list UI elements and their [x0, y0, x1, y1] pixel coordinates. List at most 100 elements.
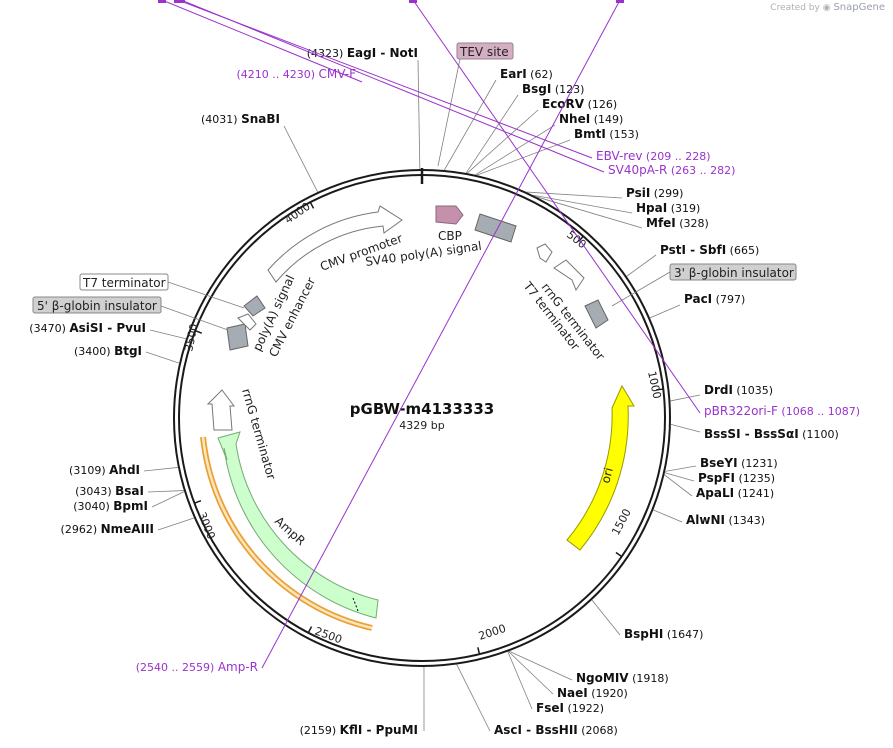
- beta-globin-3-tag[interactable]: 3' β-globin insulator: [669, 263, 797, 281]
- enzyme-leader: [591, 599, 621, 636]
- enzyme-leader: [147, 490, 184, 493]
- enzyme-position: (1647): [663, 628, 703, 641]
- enzyme-label[interactable]: (3109) AhdI: [69, 463, 140, 477]
- enzyme-position: (2159): [300, 724, 340, 737]
- enzyme-position: (1231): [738, 457, 778, 470]
- primer-range: (2540 .. 2559): [136, 661, 218, 674]
- enzyme-label[interactable]: (3043) BsaI: [75, 484, 144, 498]
- enzyme-leader: [143, 467, 179, 472]
- enzyme-label[interactable]: NaeI (1920): [557, 686, 628, 700]
- primer-label[interactable]: SV40pA-R (263 .. 282): [608, 163, 735, 177]
- enzyme-label[interactable]: EarI (62): [500, 67, 553, 81]
- enzyme-label[interactable]: NheI (149): [559, 112, 623, 126]
- enzyme-leader: [649, 304, 681, 319]
- enzyme-label[interactable]: MfeI (328): [646, 216, 709, 230]
- enzyme-label[interactable]: PacI (797): [684, 292, 745, 306]
- enzyme-position: (1241): [734, 487, 774, 500]
- sv40-polya-box[interactable]: [474, 213, 517, 243]
- enzyme-position: (3043): [75, 485, 115, 498]
- enzyme-leader: [670, 424, 701, 433]
- ampr-arrow[interactable]: [217, 431, 379, 619]
- primer-label[interactable]: EBV-rev (209 .. 228): [596, 149, 711, 163]
- enzyme-label[interactable]: DrdI (1035): [704, 383, 773, 397]
- primer-range: (209 .. 228): [642, 150, 710, 163]
- enzyme-leader: [475, 124, 556, 176]
- cmv-promoter-arrow[interactable]: [267, 205, 403, 283]
- enzyme-leader: [626, 254, 657, 277]
- enzyme-label[interactable]: (2159) KflI - PpuMI: [300, 723, 418, 737]
- enzyme-name: EcoRV: [542, 97, 585, 111]
- primer-site-mark: [409, 0, 417, 3]
- primer-label[interactable]: (2540 .. 2559) Amp-R: [136, 660, 258, 674]
- t7-terminator-leader: [167, 281, 245, 309]
- enzyme-name: BpmI: [113, 499, 148, 513]
- enzyme-name: AhdI: [109, 463, 140, 477]
- primer-labels: (4210 .. 4230) CMV-F EBV-rev (209 .. 228)…: [136, 0, 860, 674]
- enzyme-label[interactable]: AscI - BssHII (2068): [494, 723, 618, 737]
- primer-leader: [180, 0, 605, 173]
- enzyme-label[interactable]: AlwNI (1343): [686, 513, 765, 527]
- enzyme-position: (1918): [629, 672, 669, 685]
- enzyme-name: BseYI: [700, 456, 738, 470]
- rrng-terminator-right-arrow[interactable]: [536, 243, 553, 263]
- enzyme-name: PspFI: [698, 471, 735, 485]
- t7-terminator-tag[interactable]: T7 terminator: [79, 273, 169, 291]
- enzyme-label[interactable]: HpaI (319): [636, 201, 700, 215]
- enzyme-name: BsaI: [115, 484, 144, 498]
- enzyme-name: AscI - BssHII: [494, 723, 578, 737]
- enzyme-label[interactable]: (4323) EagI - NotI: [307, 46, 418, 60]
- enzyme-label[interactable]: BspHI (1647): [624, 627, 703, 641]
- enzyme-label[interactable]: EcoRV (126): [542, 97, 617, 111]
- enzyme-leader: [507, 651, 533, 710]
- beta-globin-3-insulator-box[interactable]: [584, 299, 609, 329]
- enzyme-leader: [467, 109, 539, 174]
- enzyme-label[interactable]: NgoMIV (1918): [576, 671, 669, 685]
- beta-globin-5-insulator-box[interactable]: [226, 323, 249, 351]
- enzyme-leader: [456, 664, 491, 732]
- primer-label[interactable]: pBR322ori-F (1068 .. 1087): [704, 404, 860, 418]
- scale-tick-label-1500: 1500: [609, 507, 634, 538]
- enzyme-name: BssSI - BssSαI: [704, 427, 799, 441]
- rrng-terminator-left-arrow[interactable]: [206, 389, 235, 431]
- enzyme-label[interactable]: (2962) NmeAIII: [61, 522, 154, 536]
- enzyme-label[interactable]: (3400) BtgI: [74, 344, 142, 358]
- ori-arrow[interactable]: [566, 384, 635, 551]
- tev-site-tag[interactable]: TEV site: [456, 42, 514, 60]
- enzyme-name: HpaI: [636, 201, 667, 215]
- t7-terminator-left-box[interactable]: [243, 295, 266, 317]
- enzyme-leader: [670, 394, 701, 402]
- snapgene-logo-icon: ◉: [822, 3, 831, 13]
- scale-tick-500: [578, 235, 584, 242]
- enzyme-name: AsiSI - PvuI: [69, 321, 146, 335]
- enzyme-leader: [508, 651, 554, 695]
- primer-name: pBR322ori-F: [704, 404, 778, 418]
- cbp-arrow[interactable]: [435, 205, 464, 225]
- enzyme-label[interactable]: BmtI (153): [574, 127, 639, 141]
- enzyme-label[interactable]: (3040) BpmI: [73, 499, 148, 513]
- enzyme-name: BspHI: [624, 627, 663, 641]
- scale-tick-1500: [615, 551, 623, 558]
- enzyme-label[interactable]: PspFI (1235): [698, 471, 775, 485]
- enzyme-name: EarI: [500, 67, 527, 81]
- enzyme-label[interactable]: (3470) AsiSI - PvuI: [29, 321, 146, 335]
- tev-site-tag-box: [456, 42, 514, 60]
- enzyme-label[interactable]: BssSI - BssSαI (1100): [704, 427, 839, 441]
- t7-terminator-right-arrow[interactable]: [553, 259, 585, 292]
- enzyme-label[interactable]: BseYI (1231): [700, 456, 778, 470]
- enzyme-label[interactable]: PsiI (299): [626, 186, 683, 200]
- enzyme-label[interactable]: FseI (1922): [536, 701, 604, 715]
- beta-globin-5-tag[interactable]: 5' β-globin insulator: [32, 296, 162, 314]
- primer-label[interactable]: (4210 .. 4230) CMV-F: [236, 67, 356, 81]
- enzyme-label[interactable]: PstI - SbfI (665): [660, 243, 759, 257]
- polya-signal-arrow[interactable]: [237, 313, 257, 331]
- enzyme-label[interactable]: (4031) SnaBI: [201, 112, 280, 126]
- enzyme-label[interactable]: BsgI (123): [522, 82, 584, 96]
- enzyme-leader: [653, 509, 683, 523]
- scale-tick-label-2000: 2000: [477, 622, 508, 643]
- enzyme-position: (3400): [74, 345, 114, 358]
- enzyme-leader: [444, 79, 497, 171]
- enzyme-leader: [509, 650, 573, 681]
- ampr-highlight-inner: [201, 436, 373, 630]
- enzyme-label[interactable]: ApaLI (1241): [696, 486, 774, 500]
